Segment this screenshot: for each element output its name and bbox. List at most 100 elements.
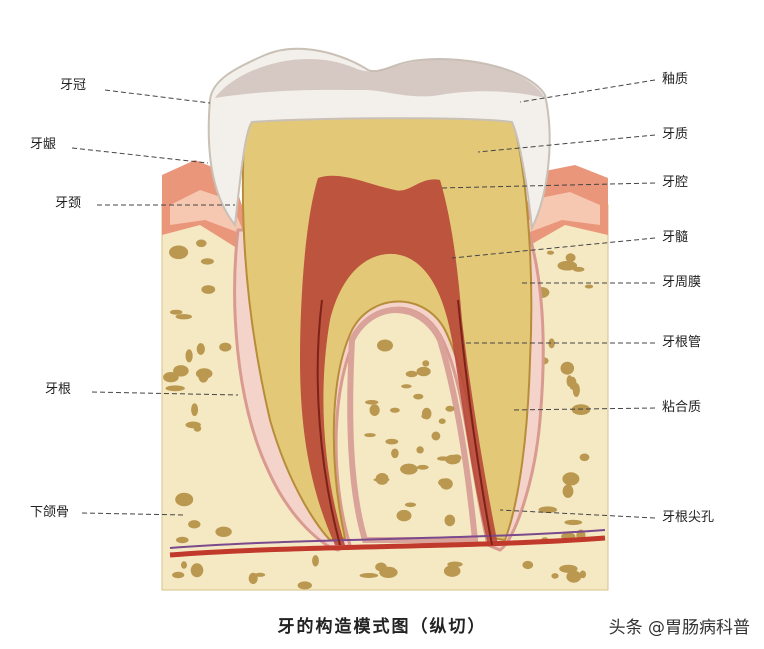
bone-hole bbox=[175, 314, 192, 320]
bone-hole bbox=[377, 339, 393, 352]
bone-hole bbox=[375, 562, 387, 572]
bone-hole bbox=[169, 245, 189, 260]
bone-hole bbox=[538, 506, 558, 513]
bone-hole bbox=[443, 565, 461, 577]
bone-hole bbox=[416, 464, 429, 470]
enamel bbox=[207, 47, 551, 232]
bone-trabeculae bbox=[163, 239, 594, 590]
bone-hole bbox=[444, 514, 456, 527]
bone-hole bbox=[385, 438, 399, 445]
bone-hole bbox=[215, 526, 232, 537]
bone-hole bbox=[173, 365, 189, 377]
bone-hole bbox=[431, 431, 441, 441]
bone-hole bbox=[562, 472, 580, 486]
bone-hole bbox=[416, 446, 424, 454]
label-cementum: 粘合质 bbox=[662, 400, 702, 415]
bone-hole bbox=[584, 284, 594, 289]
bone-hole bbox=[405, 370, 418, 378]
label-root: 牙根 bbox=[45, 382, 72, 397]
bone-hole bbox=[191, 403, 199, 417]
bone-hole bbox=[181, 561, 187, 569]
bone-hole bbox=[312, 555, 319, 567]
bone-hole bbox=[172, 571, 185, 579]
label-dentin: 牙质 bbox=[662, 127, 689, 142]
bone-hole bbox=[196, 239, 207, 248]
bone-hole bbox=[522, 560, 534, 570]
bone-hole bbox=[566, 570, 582, 583]
label-enamel: 釉质 bbox=[662, 72, 689, 87]
bone-hole bbox=[185, 349, 193, 363]
bone-hole bbox=[422, 360, 430, 367]
label-pulp: 牙髓 bbox=[662, 230, 689, 245]
bone-hole bbox=[359, 573, 379, 578]
bone-hole bbox=[185, 421, 201, 429]
bone-hole bbox=[390, 407, 400, 413]
bone-hole bbox=[413, 393, 424, 400]
bone-hole bbox=[163, 372, 179, 383]
pulp-cavity bbox=[300, 175, 498, 545]
label-apical-foramen: 牙根尖孔 bbox=[662, 510, 715, 525]
label-mandible: 下颌骨 bbox=[30, 505, 70, 520]
bone-hole bbox=[416, 366, 431, 377]
vessel-bottom bbox=[169, 535, 606, 558]
bone-hole bbox=[364, 433, 376, 438]
bone-hole bbox=[176, 536, 189, 544]
bone-hole bbox=[568, 376, 577, 390]
bone-hole bbox=[365, 400, 379, 405]
bone-hole bbox=[201, 285, 216, 294]
enamel-top bbox=[215, 58, 545, 98]
label-root-canal: 牙根管 bbox=[662, 335, 702, 350]
watermark: 头条 @胃肠病科普 bbox=[608, 618, 750, 638]
bone-hole bbox=[200, 258, 214, 265]
label-crown: 牙冠 bbox=[60, 78, 87, 93]
bone-hole bbox=[297, 581, 312, 590]
bone-hole bbox=[565, 253, 576, 263]
bone-hole bbox=[437, 456, 450, 461]
bone-hole bbox=[571, 404, 591, 415]
label-periodontal: 牙周膜 bbox=[662, 275, 702, 290]
leader-lines bbox=[71, 79, 656, 519]
bone-hole bbox=[445, 405, 455, 412]
bone-hole bbox=[551, 573, 559, 579]
bone-hole bbox=[195, 368, 213, 379]
figure-caption: 牙的构造模式图（纵切） bbox=[277, 617, 487, 637]
vessel-right-canal bbox=[457, 299, 493, 546]
bone-hole bbox=[400, 463, 418, 475]
bone-hole bbox=[421, 407, 432, 420]
bone-hole bbox=[546, 250, 555, 255]
bone-hole bbox=[369, 404, 380, 416]
inter-root-trabeculae bbox=[364, 339, 462, 527]
bone-hole bbox=[440, 478, 453, 490]
bone-hole bbox=[391, 448, 399, 459]
vessel-left-canal bbox=[316, 299, 341, 546]
bone-hole bbox=[170, 309, 183, 315]
bone-hole bbox=[572, 266, 585, 272]
bone-hole bbox=[175, 492, 194, 507]
bone-hole bbox=[375, 473, 389, 485]
bone-hole bbox=[248, 572, 258, 585]
bone-hole bbox=[188, 520, 201, 529]
bone-hole bbox=[451, 454, 462, 462]
bone-hole bbox=[579, 453, 590, 462]
bone-hole bbox=[190, 563, 204, 578]
label-gingiva: 牙龈 bbox=[30, 137, 57, 152]
bone-hole bbox=[560, 361, 575, 375]
bone-hole bbox=[562, 484, 574, 498]
bone-hole bbox=[557, 260, 578, 271]
bone-hole bbox=[196, 343, 205, 355]
bone-hole bbox=[447, 561, 463, 568]
label-neck: 牙颈 bbox=[55, 196, 82, 211]
bone-hole bbox=[438, 418, 446, 425]
bone-hole bbox=[564, 519, 583, 526]
bone-hole bbox=[219, 342, 232, 352]
bone-hole bbox=[404, 502, 417, 508]
bone-hole bbox=[254, 572, 266, 577]
vessel-bottom-2 bbox=[169, 529, 606, 549]
bone-hole bbox=[396, 509, 412, 522]
bone-hole bbox=[548, 338, 555, 349]
bone-hole bbox=[165, 385, 185, 392]
bone-hole bbox=[401, 384, 412, 389]
label-pulp-cavity: 牙腔 bbox=[662, 175, 689, 190]
bone-hole bbox=[579, 570, 586, 579]
